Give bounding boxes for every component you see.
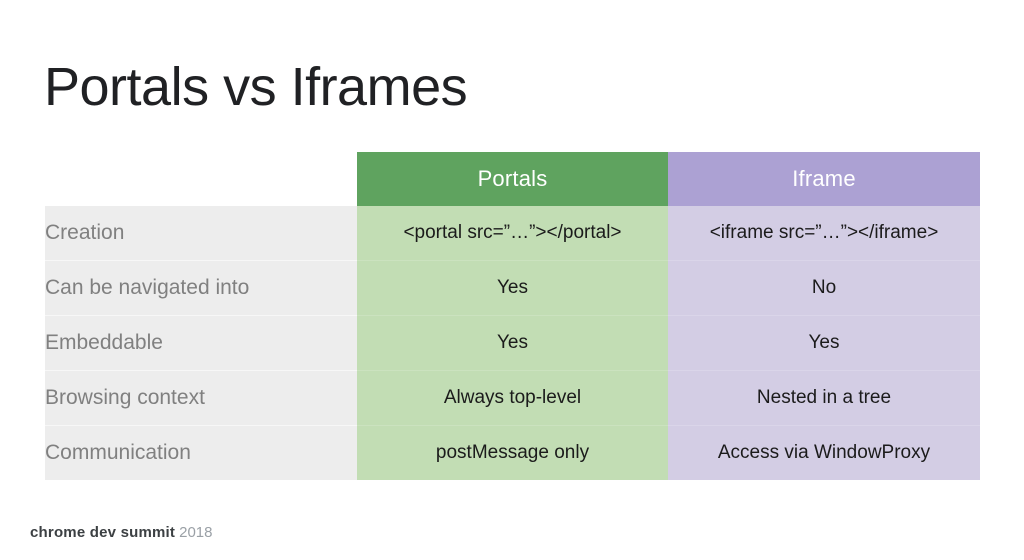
cell-portals-communication: postMessage only <box>357 425 668 480</box>
page-title: Portals vs Iframes <box>44 57 468 117</box>
cell-portals-embeddable: Yes <box>357 315 668 371</box>
table-row: Creation <portal src=”…”></portal> <ifra… <box>45 206 980 261</box>
row-label-browsing-context: Browsing context <box>45 370 357 426</box>
cell-iframe-creation: <iframe src=”…”></iframe> <box>668 206 980 261</box>
table-row: Browsing context Always top-level Nested… <box>45 370 980 426</box>
footer-brand: chrome dev summit <box>30 524 176 541</box>
row-label-embeddable: Embeddable <box>45 315 357 371</box>
table-header-row: Portals Iframe <box>45 152 980 206</box>
cell-portals-browsing-context: Always top-level <box>357 370 668 426</box>
table-row: Can be navigated into Yes No <box>45 260 980 316</box>
footer-year: 2018 <box>179 524 213 541</box>
cell-iframe-communication: Access via WindowProxy <box>668 425 980 480</box>
cell-portals-creation: <portal src=”…”></portal> <box>357 206 668 261</box>
row-label-communication: Communication <box>45 425 357 480</box>
table-header-portals: Portals <box>357 152 668 206</box>
row-label-can-be-navigated-into: Can be navigated into <box>45 260 357 316</box>
cell-iframe-browsing-context: Nested in a tree <box>668 370 980 426</box>
cell-portals-can-be-navigated-into: Yes <box>357 260 668 316</box>
table-row: Communication postMessage only Access vi… <box>45 425 980 480</box>
table-row: Embeddable Yes Yes <box>45 315 980 371</box>
table-header-iframe: Iframe <box>668 152 980 206</box>
table-body: Creation <portal src=”…”></portal> <ifra… <box>45 206 980 480</box>
row-label-creation: Creation <box>45 206 357 261</box>
cell-iframe-can-be-navigated-into: No <box>668 260 980 316</box>
cell-iframe-embeddable: Yes <box>668 315 980 371</box>
table-header-spacer <box>45 152 357 206</box>
comparison-table: Portals Iframe Creation <portal src=”…”>… <box>45 152 980 480</box>
